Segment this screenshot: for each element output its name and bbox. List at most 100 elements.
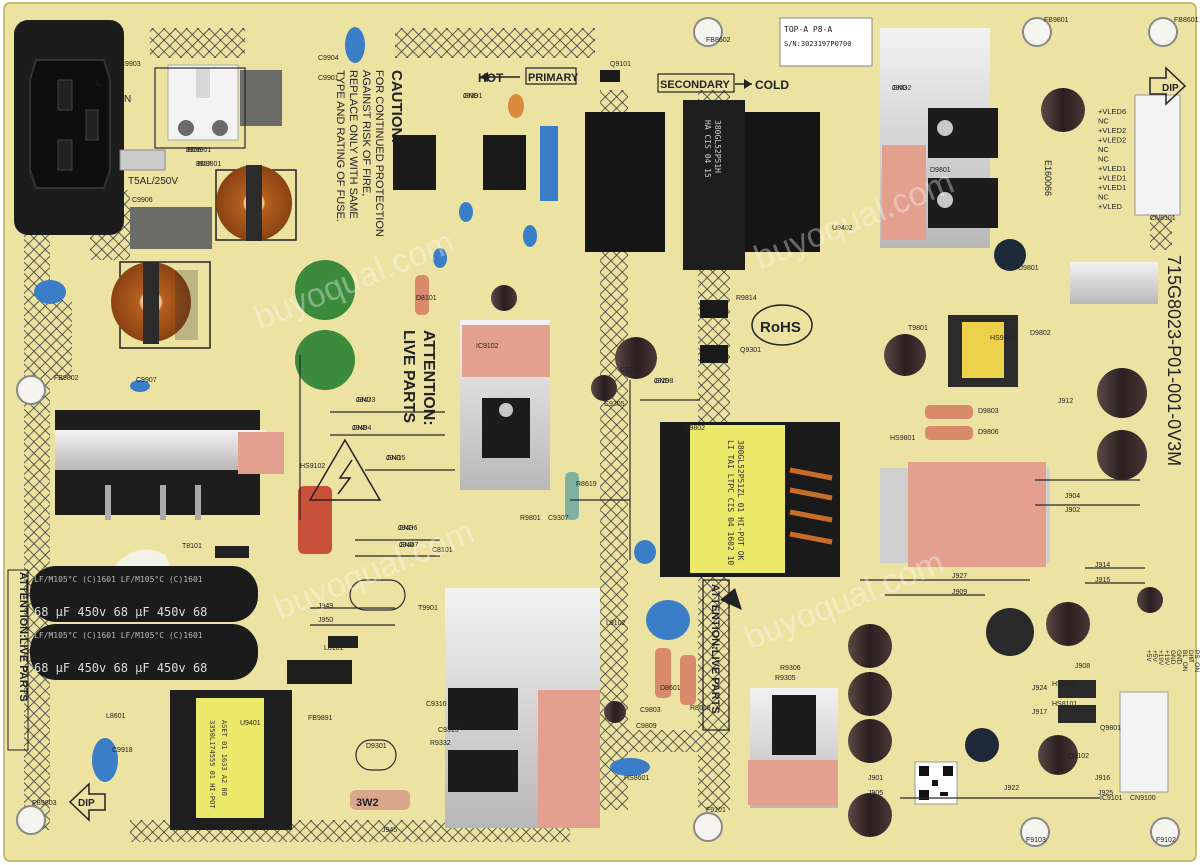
- pin-label: +VLED: [1098, 202, 1123, 211]
- ref-designator: FB9801: [1044, 17, 1069, 24]
- dip-arrow-top-icon: [1149, 66, 1187, 106]
- pin-label: +VLED2: [1098, 136, 1126, 145]
- ref-designator: BD9901: [186, 147, 211, 154]
- attention-live-mid: ATTENTION:LIVE PARTS: [709, 584, 721, 714]
- pin-label: GND: [1169, 650, 1176, 665]
- caution-line-1: FOR CONTINUED PROTECTION: [373, 70, 385, 237]
- pin-label: +VLED6: [1098, 107, 1126, 116]
- fuse-rating: T5AL/250V: [128, 176, 178, 187]
- ref-designator: J906: [186, 147, 201, 154]
- glue-blob: [115, 549, 170, 566]
- ref-designator: Q9102: [1068, 753, 1089, 760]
- svg-text:L: L: [96, 78, 102, 89]
- ref-designator: U9402: [832, 225, 853, 232]
- attention-live-left: ATTENTION:LIVE PARTS: [17, 572, 29, 702]
- y-capacitors: [34, 27, 690, 782]
- ref-designator: J917: [1032, 709, 1047, 716]
- ref-designator: J904: [1065, 493, 1080, 500]
- ref-designator: J903: [892, 85, 907, 92]
- ref-designator: J905: [868, 790, 883, 797]
- caution-title: CAUTION:: [388, 70, 405, 143]
- bulk-capacitors: [30, 566, 258, 680]
- ref-designator: D9802: [1030, 330, 1051, 337]
- ref-designator: C9803: [640, 707, 661, 714]
- ref-designator: FB9802: [54, 375, 79, 382]
- transformer-mid-label-1: 380GL52P51ZL 01 HI-POT OK: [736, 440, 745, 561]
- ref-designator: C9904: [318, 55, 339, 62]
- heatsink-left: [55, 410, 284, 520]
- ref-designator: R8618: [690, 705, 711, 712]
- ref-designator: J916: [1095, 775, 1110, 782]
- electrolytic-capacitors: [491, 88, 1163, 837]
- ref-designator: FB8602: [706, 37, 731, 44]
- ref-designator: J912: [1058, 398, 1073, 405]
- svg-text:LF/M105°C (C)1601 LF/M105°C (C: LF/M105°C (C)1601 LF/M105°C (C)1601: [34, 575, 203, 584]
- caution-line-3: REPLACE ONLY WITH SAME: [347, 70, 359, 219]
- ref-designator: IC9102: [476, 343, 499, 350]
- dip-top-label: DIP: [1162, 83, 1179, 94]
- heatsink-right-pad: [880, 462, 1050, 567]
- pin-label: +5V: [1145, 650, 1152, 662]
- ref-designator: HS9901: [1052, 681, 1077, 688]
- pin-label: DIM: [1187, 650, 1194, 662]
- ref-designator: R8619: [576, 481, 597, 488]
- ref-designator: BD9801: [196, 161, 221, 168]
- primary-label: PRIMARY: [528, 72, 579, 84]
- ref-designator: C9315: [438, 727, 459, 734]
- ref-designator: L9102: [606, 620, 626, 627]
- connector-cn8101: [1134, 94, 1181, 216]
- ref-designator: C9901: [318, 75, 339, 82]
- ref-designator: FB9803: [32, 800, 57, 807]
- ref-designator: J914: [1095, 562, 1110, 569]
- ref-designator: Q9801: [1100, 725, 1121, 732]
- film-capacitor: [298, 486, 332, 554]
- ref-designator: J941: [386, 455, 401, 462]
- reference-designators: J906J907J939J903J947J948J941J943J944J929…: [32, 17, 1199, 844]
- dip-bottom-label: DIP: [78, 798, 95, 809]
- pin-label: NC: [1098, 117, 1109, 126]
- ref-designator: J927: [952, 573, 967, 580]
- ref-designator: C9903: [120, 61, 141, 68]
- heatsink-top-right: [880, 28, 998, 248]
- x-capacitor-2: [130, 207, 212, 249]
- varistor-1: [295, 260, 355, 320]
- ref-designator: CN9100: [1130, 795, 1156, 802]
- ref-designator: J945: [382, 827, 397, 834]
- svg-text:68 µF 450v 68 µF 450v 68: 68 µF 450v 68 µF 450v 68: [34, 661, 207, 675]
- ref-designator: GND6: [398, 525, 418, 532]
- ref-designator: GND7: [399, 542, 419, 549]
- ul-mark: E160066: [1043, 160, 1053, 196]
- pin-label: NC: [1098, 145, 1109, 154]
- rohs-text: RoHS: [760, 319, 801, 336]
- heatsink-small: [1070, 262, 1158, 304]
- barcode-sticker: [779, 17, 873, 67]
- ref-designator: J908: [1075, 663, 1090, 670]
- ref-designator: R9801: [520, 515, 541, 522]
- ref-designator: J950: [318, 617, 333, 624]
- ref-designator: J925: [1098, 790, 1113, 797]
- transformer-main-label-2: HA CIS 04 15: [703, 120, 712, 178]
- ref-designator: GND8: [654, 378, 674, 385]
- ref-designator: R9814: [736, 295, 757, 302]
- ref-designator: J939: [463, 93, 478, 100]
- transformer-mid: [660, 422, 840, 577]
- ref-designator: D8601: [660, 685, 681, 692]
- heatsink-bottom: [445, 588, 600, 828]
- ref-designator: C9316: [426, 701, 447, 708]
- resistor-3w-label: 3W2: [356, 797, 379, 809]
- transformer-mid-label-2: LI TAI LTPC CIS 04 1602 10: [726, 440, 735, 565]
- ref-designator: Q9101: [610, 61, 631, 68]
- ref-designator: GND5: [386, 455, 406, 462]
- ref-designator: D9301: [366, 743, 387, 750]
- ref-designator: J915: [1095, 577, 1110, 584]
- ref-designator: Q9301: [740, 347, 761, 354]
- transformer-small-label-1: 3350L174555 01 HI-POT: [208, 720, 216, 809]
- ref-designator: C9307: [548, 515, 569, 522]
- heatsink-center: [460, 320, 550, 490]
- ref-designator: J924: [1032, 685, 1047, 692]
- connector-cn9100: [1119, 691, 1169, 793]
- ref-designator: C9906: [132, 197, 153, 204]
- svg-text:N: N: [124, 94, 131, 105]
- ref-designator: C9305: [604, 401, 625, 408]
